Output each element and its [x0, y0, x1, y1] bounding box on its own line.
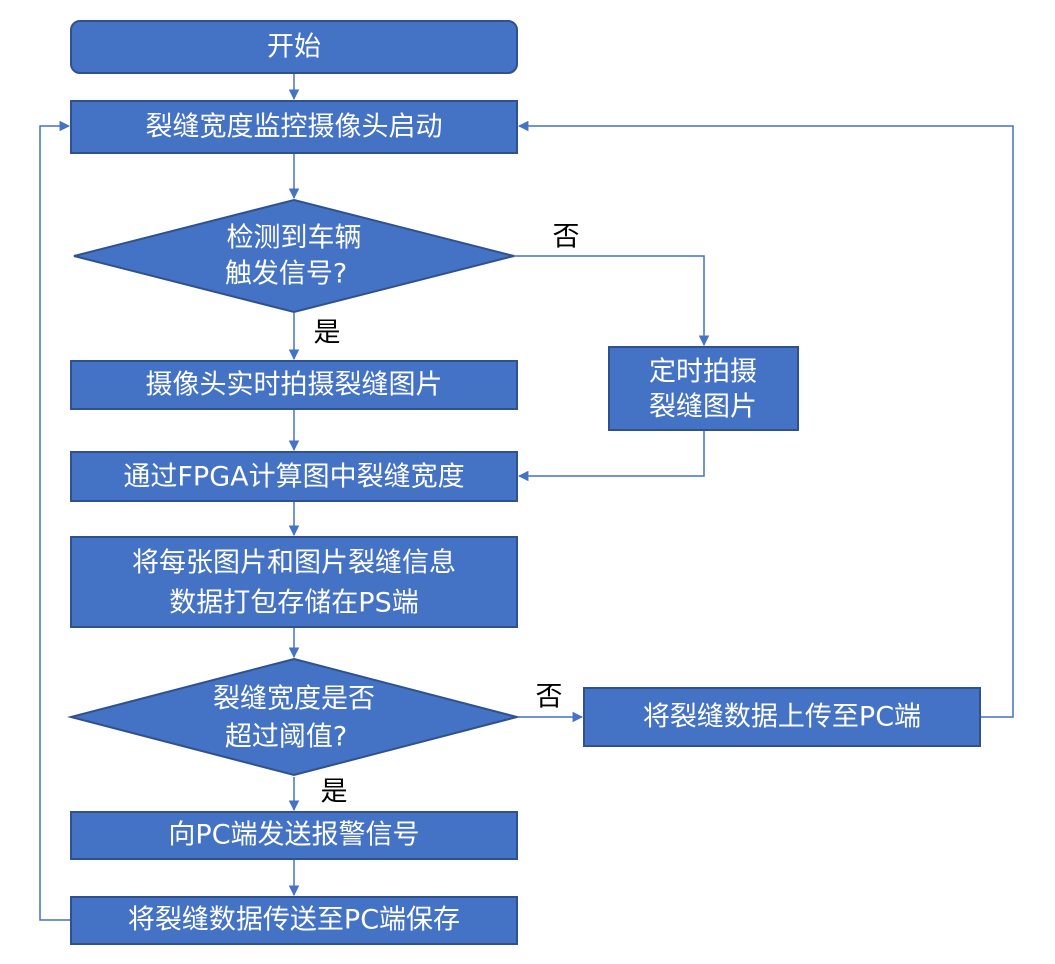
node-threshold-check-line1: 裂缝宽度是否	[213, 684, 375, 715]
node-camera-start: 裂缝宽度监控摄像头启动	[70, 100, 518, 154]
label-yes-threshold: 是	[321, 777, 348, 808]
label-no-threshold: 否	[536, 682, 563, 713]
node-start: 开始	[70, 20, 518, 74]
node-pack-store-line2: 数据打包存储在PS端	[169, 588, 418, 619]
node-timed-capture-line1: 定时拍摄	[649, 357, 757, 388]
label-yes-vehicle: 是	[314, 318, 341, 349]
node-start-label: 开始	[267, 32, 321, 63]
node-realtime-capture: 摄像头实时拍摄裂缝图片	[70, 360, 518, 410]
node-pack-store: 将每张图片和图片裂缝信息 数据打包存储在PS端	[70, 536, 518, 628]
node-save-pc-label: 将裂缝数据传送至PC端保存	[128, 905, 460, 936]
node-vehicle-check-line1: 检测到车辆	[227, 223, 362, 254]
connectors	[39, 73, 1014, 921]
node-pack-store-line1: 将每张图片和图片裂缝信息	[132, 548, 456, 579]
arrow-check-no	[514, 255, 710, 347]
node-threshold-check-line2: 超过阈值?	[225, 722, 347, 753]
node-fpga-compute-label: 通过FPGA计算图中裂缝宽度	[123, 462, 464, 493]
node-timed-capture-line2: 裂缝图片	[649, 392, 757, 423]
node-camera-start-label: 裂缝宽度监控摄像头启动	[146, 112, 443, 143]
node-fpga-compute: 通过FPGA计算图中裂缝宽度	[70, 451, 518, 502]
node-send-alarm: 向PC端发送报警信号	[70, 811, 518, 860]
arrow-timed-to-fpga	[517, 430, 705, 482]
arrow-save-loop	[39, 120, 71, 921]
node-realtime-capture-label: 摄像头实时拍摄裂缝图片	[146, 370, 443, 401]
node-vehicle-check-line2: 触发信号?	[225, 259, 347, 290]
node-save-pc: 将裂缝数据传送至PC端保存	[70, 896, 518, 945]
node-threshold-check: 裂缝宽度是否 超过阈值?	[67, 657, 521, 777]
node-upload-pc-label: 将裂缝数据上传至PC端	[643, 702, 921, 733]
node-vehicle-check: 检测到车辆 触发信号?	[73, 198, 515, 314]
node-upload-pc: 将裂缝数据上传至PC端	[583, 687, 981, 747]
arrow-upload-loop	[517, 120, 1014, 718]
label-no-vehicle: 否	[553, 222, 580, 253]
node-timed-capture: 定时拍摄 裂缝图片	[608, 346, 799, 431]
node-send-alarm-label: 向PC端发送报警信号	[168, 820, 419, 851]
